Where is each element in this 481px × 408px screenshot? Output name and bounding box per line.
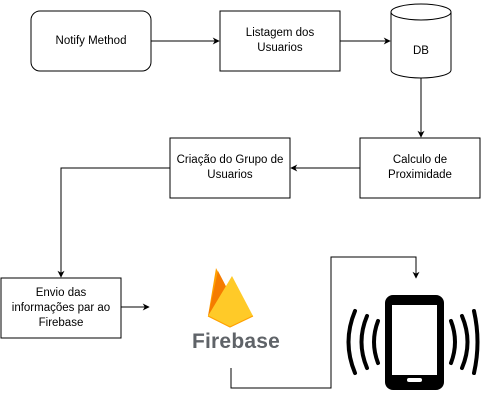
- calculo-label: Calculo de Proximidade: [388, 154, 452, 181]
- calculo-box: [359, 137, 481, 199]
- criacao-box: [169, 137, 291, 199]
- listagem-label: Listagem dos Usuarios: [245, 27, 315, 54]
- notify-method-label: Notify Method: [55, 34, 127, 47]
- smartphone-vibrating-icon: [346, 295, 480, 390]
- db-label: DB: [413, 44, 429, 57]
- db-cylinder: [390, 3, 452, 79]
- listagem-box: [219, 10, 341, 72]
- arrow-firebase-to-phone: [230, 256, 420, 389]
- arrow-criacao-to-envio: [57, 167, 170, 278]
- envio-box: [0, 277, 122, 339]
- envio-label: Envio das informações par ao Firebase: [11, 286, 111, 329]
- firebase-flame-icon: [207, 268, 254, 328]
- criacao-label: Criação do Grupo de Usuarios: [176, 154, 284, 181]
- firebase-wordmark: Firebase: [192, 330, 280, 353]
